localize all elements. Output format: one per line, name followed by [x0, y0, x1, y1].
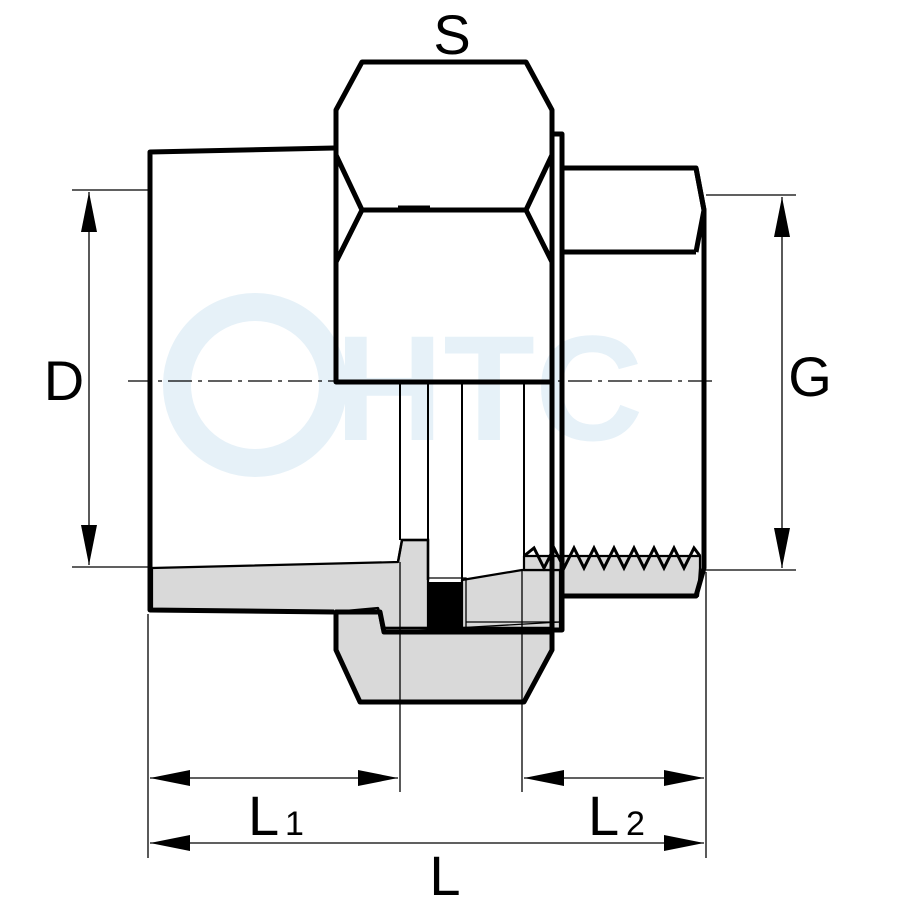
o-ring-seal — [429, 582, 463, 630]
arrow-down-icon — [774, 528, 790, 568]
label-l: L — [429, 844, 460, 901]
arrow-left-icon — [150, 770, 190, 786]
dimension-g: G — [706, 194, 832, 571]
watermark-ring-icon — [163, 293, 347, 477]
label-l1: L — [248, 784, 279, 847]
tail-inner-outline — [396, 538, 430, 580]
watermark-logo: HTC — [163, 293, 643, 477]
watermark-text: HTC — [335, 304, 643, 472]
tail-hex-chamfer — [693, 167, 707, 253]
dimension-l: L — [150, 835, 704, 901]
tail-step-outline — [376, 607, 552, 630]
dimension-d: D — [44, 189, 148, 568]
hex-nut-left-chamfer — [333, 153, 365, 264]
seal-groove-line — [428, 577, 467, 630]
label-l2: L — [588, 784, 619, 847]
arrow-right-icon — [358, 770, 398, 786]
arrow-right-icon — [664, 770, 704, 786]
arrow-up-icon — [81, 192, 97, 232]
arrow-down-icon — [81, 525, 97, 565]
hex-nut-right-chamfer — [523, 153, 555, 264]
dimension-l1: L 1 — [150, 770, 398, 847]
label-l1-subscript: 1 — [285, 805, 304, 843]
arrow-left-icon — [524, 770, 564, 786]
label-s: S — [433, 3, 470, 66]
body-wall-section — [150, 538, 430, 630]
arrow-up-icon — [774, 197, 790, 237]
arrow-right-icon — [664, 835, 704, 851]
label-d: D — [44, 349, 84, 412]
label-g: G — [788, 345, 832, 408]
thread-teeth — [523, 544, 702, 572]
dimension-l2: L 2 — [524, 770, 704, 847]
arrow-left-icon — [150, 835, 190, 851]
tail-section — [460, 568, 562, 632]
label-l2-subscript: 2 — [626, 805, 645, 843]
